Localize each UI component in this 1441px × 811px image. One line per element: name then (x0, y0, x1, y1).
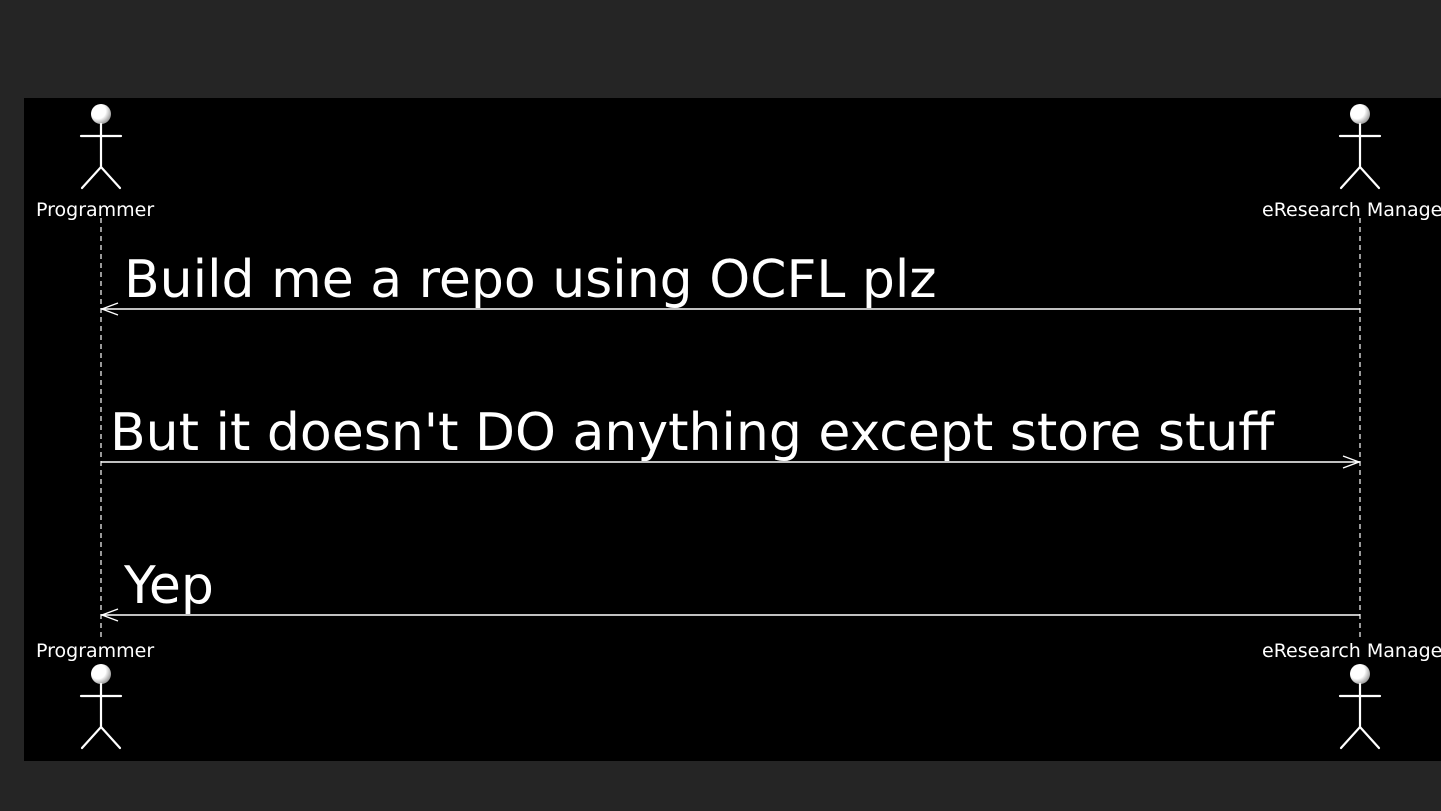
message-label-3: Yep (123, 556, 214, 616)
message-arrowhead-1 (100, 302, 119, 316)
participant-label-bottom-eresearch: eResearch Manager (1262, 640, 1441, 662)
message-label-1: Build me a repo using OCFL plz (124, 250, 937, 310)
participant-label-bottom-programmer: Programmer (36, 640, 154, 662)
message-arrowhead-2 (1342, 455, 1361, 469)
actor-head-programmer-top (91, 104, 111, 124)
actor-head-eresearch-top (1350, 104, 1370, 124)
participant-label-top-programmer: Programmer (36, 199, 154, 221)
actor-legs-programmer-top (80, 165, 122, 190)
actor-head-programmer-bottom (91, 664, 111, 684)
actor-legs-eresearch-top (1339, 165, 1381, 190)
diagram-frame (24, 98, 1441, 761)
message-label-2: But it doesn't DO anything except store … (110, 403, 1275, 463)
participant-label-top-eresearch: eResearch Manager (1262, 199, 1441, 221)
message-arrowhead-3 (100, 608, 119, 622)
actor-head-eresearch-bottom (1350, 664, 1370, 684)
actor-legs-programmer-bottom (80, 725, 122, 750)
actor-legs-eresearch-bottom (1339, 725, 1381, 750)
